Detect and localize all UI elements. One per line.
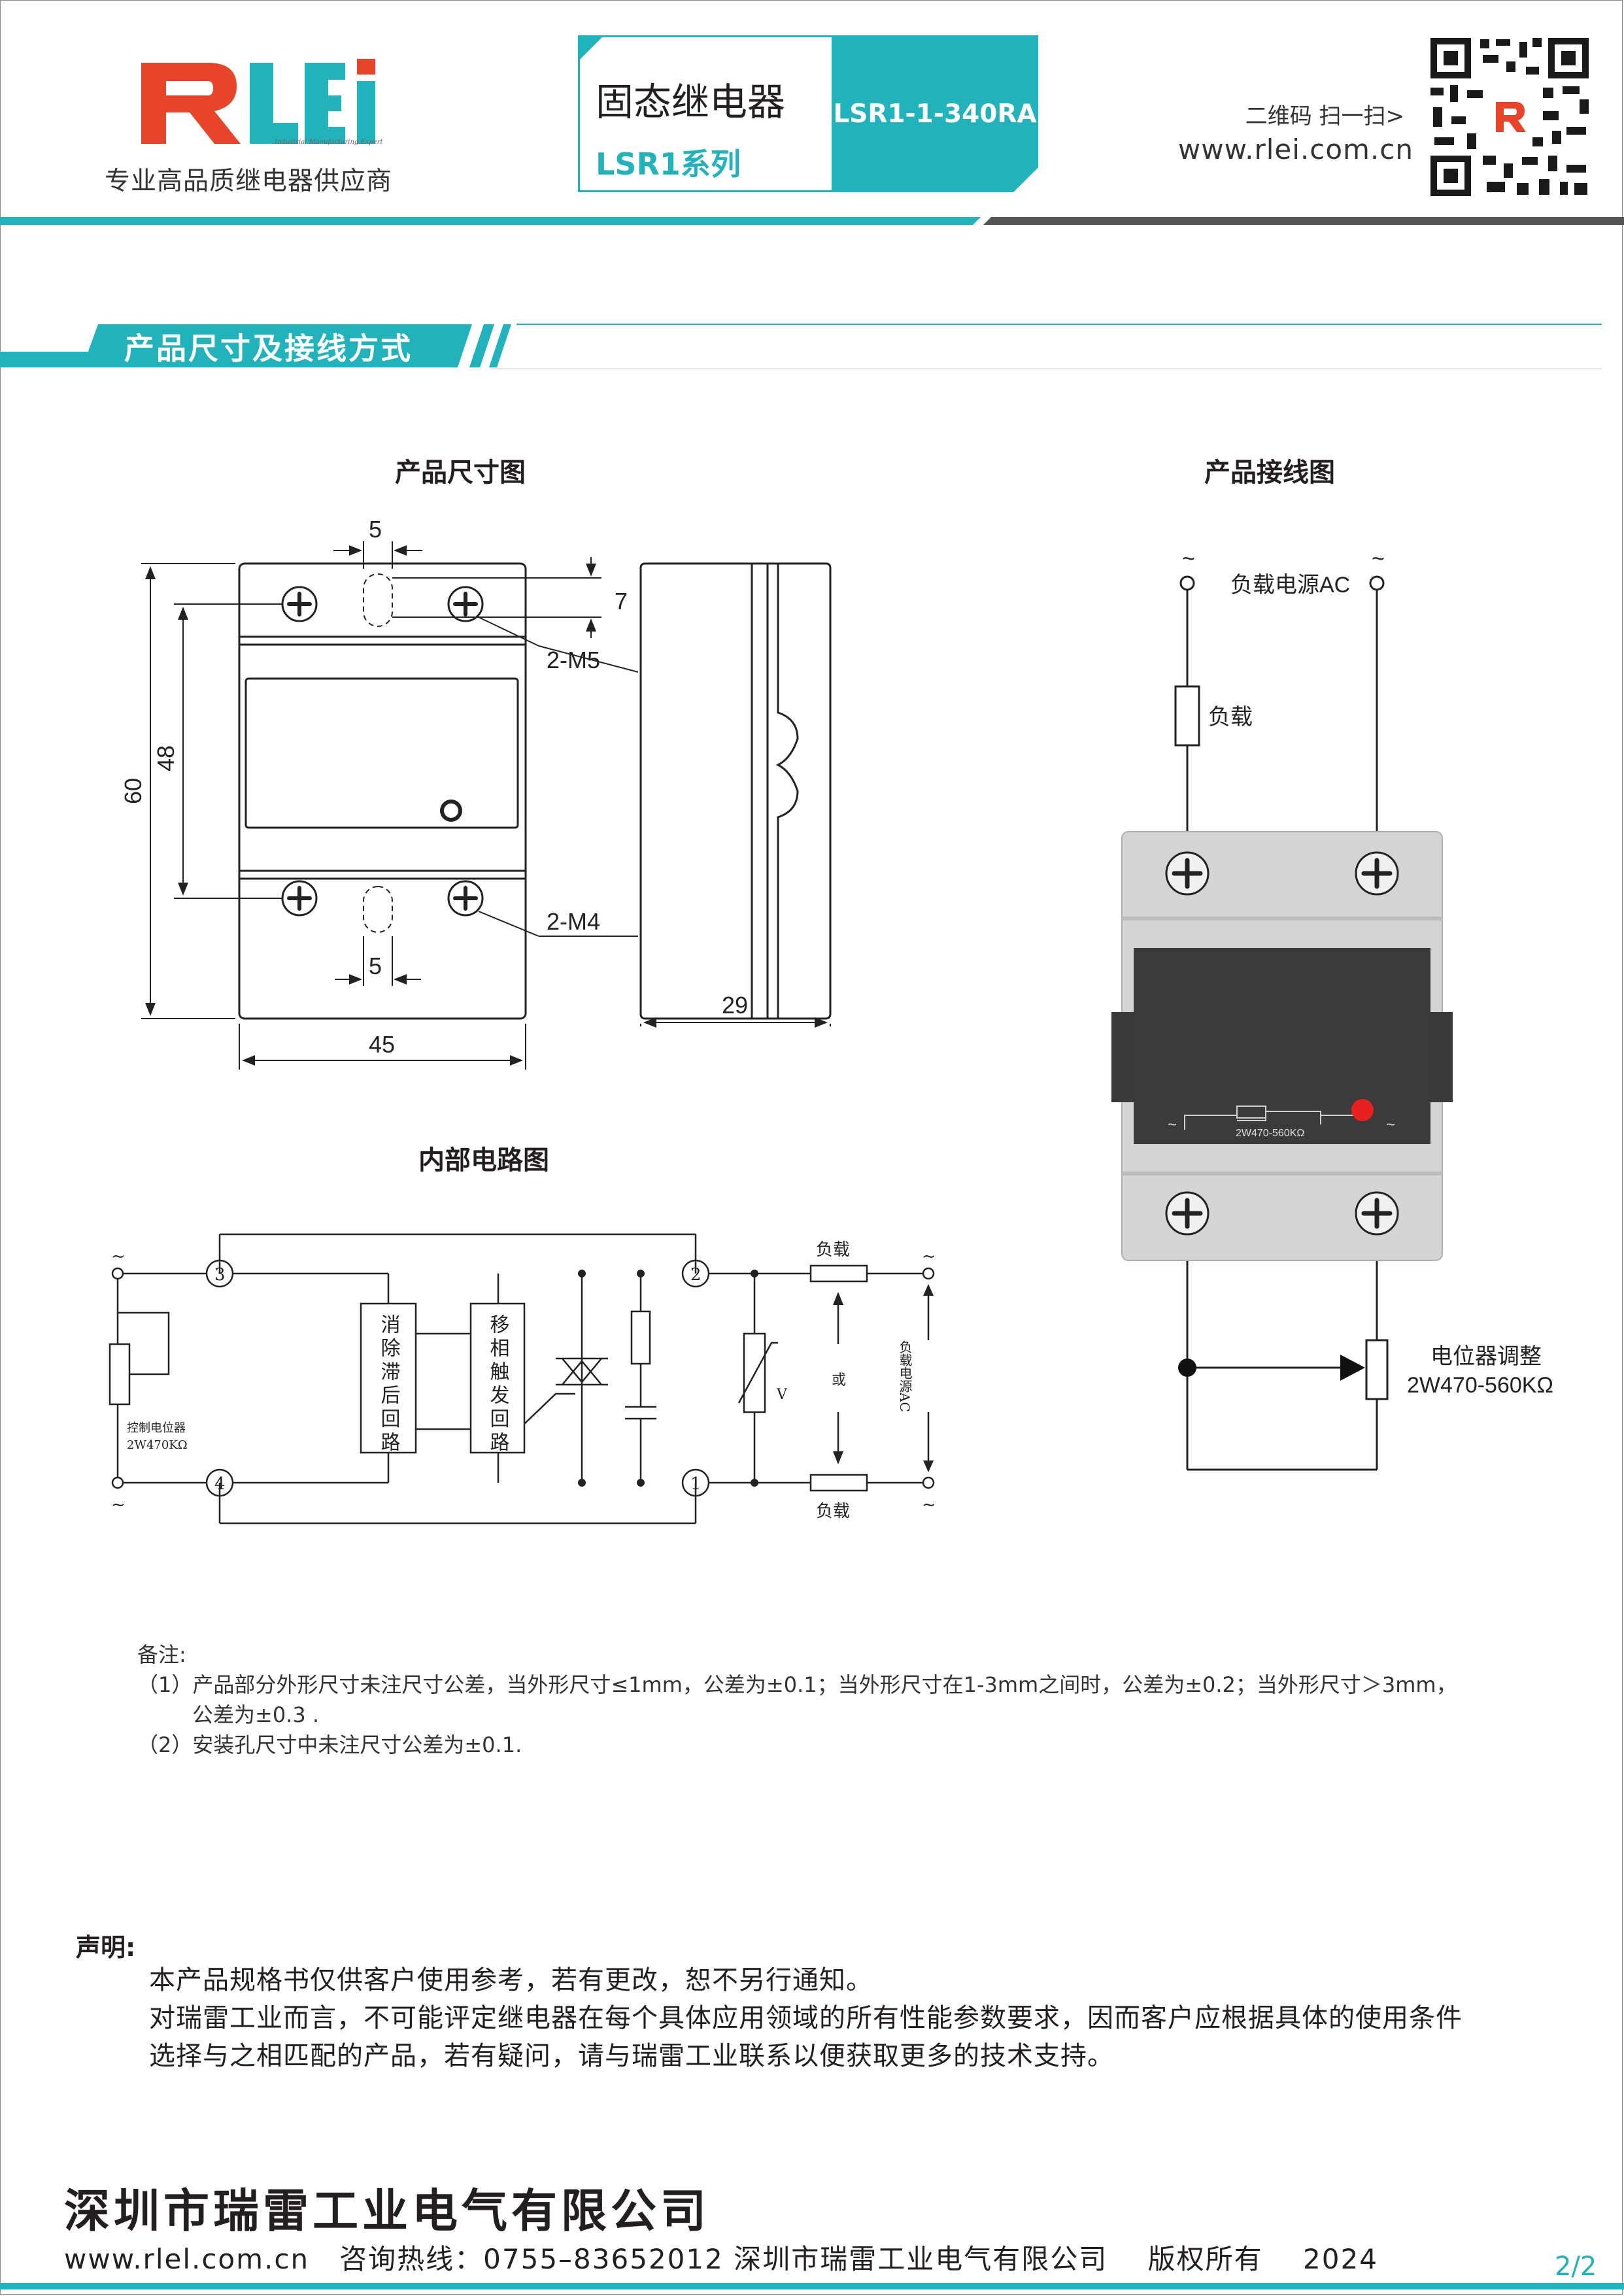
wiring-tilde-left: ~ bbox=[1182, 547, 1195, 571]
footer-website[interactable]: www.rlel.com.cn bbox=[64, 2243, 310, 2275]
pot-label: 控制电位器 bbox=[127, 1421, 186, 1435]
wiring-load-label: 负载 bbox=[1208, 705, 1253, 730]
declaration: 本产品规格书仅供客户使用参考，若有更改，恕不另行通知。 对瑞雷工业而言，不可能评… bbox=[149, 1961, 1463, 2075]
wiring-diagram: ~ ~ 负载电源AC 负载 电位器调整 2W470-560KΩ ~ ~ 2W47… bbox=[1111, 547, 1553, 1471]
terminal-3: 3 bbox=[214, 1265, 226, 1285]
section-title-bar bbox=[0, 324, 1602, 369]
declaration-line-1: 本产品规格书仅供客户使用参考，若有更改，恕不另行通知。 bbox=[149, 1965, 873, 1995]
dim-width: 45 bbox=[369, 1031, 395, 1058]
section-title: 产品尺寸及接线方式 bbox=[124, 331, 413, 366]
slogan: 专业高品质继电器供应商 bbox=[105, 167, 393, 196]
logo-i-bar bbox=[357, 81, 375, 144]
wiring-supply-label: 负载电源AC bbox=[1230, 573, 1350, 598]
relay-window bbox=[1134, 948, 1430, 1144]
dim-bottom-width: 5 bbox=[369, 953, 382, 979]
dim-top-width: 5 bbox=[369, 516, 382, 543]
dim-height-total: 60 bbox=[120, 778, 146, 804]
page-number: 2/2 bbox=[1555, 2252, 1597, 2282]
relay-pot-label: 2W470-560KΩ bbox=[1236, 1128, 1304, 1139]
wiring-tilde-right: ~ bbox=[1372, 547, 1385, 571]
logo-r-glyph bbox=[141, 63, 241, 144]
circuit-tilde: ~ bbox=[922, 1247, 936, 1266]
status-led bbox=[1351, 1099, 1374, 1121]
note-2: （2）安装孔尺寸中未注尺寸公差为±0.1. bbox=[137, 1732, 522, 1757]
terminal-2: 2 bbox=[690, 1265, 702, 1285]
circuit-load-top: 负载 bbox=[816, 1240, 850, 1260]
dimension-drawing: 5 7 2-M5 2-M4 5 45 29 60 48 bbox=[120, 516, 832, 1070]
circuit-tilde: ~ bbox=[111, 1247, 126, 1266]
logo-l-foot bbox=[250, 123, 298, 144]
relay-tilde-left: ~ bbox=[1168, 1116, 1177, 1134]
product-name: 固态继电器 bbox=[596, 80, 786, 124]
dim-offset: 7 bbox=[615, 588, 628, 615]
qr-code[interactable] bbox=[1428, 35, 1591, 199]
terminal-4: 4 bbox=[214, 1474, 226, 1494]
footer-line: www.rlel.com.cn 咨询热线：0755–83652012 深圳市瑞雷… bbox=[64, 2237, 1378, 2277]
block1-label: 消除滞后回路 bbox=[377, 1314, 401, 1455]
circuit-tilde: ~ bbox=[111, 1495, 126, 1515]
circuit-tilde: ~ bbox=[922, 1495, 936, 1515]
or-label: 或 bbox=[832, 1372, 846, 1389]
header-divider bbox=[0, 217, 1624, 225]
note-1: （1）产品部分外形尺寸未注尺寸公差，当外形尺寸≤1mm，公差为±0.1；当外形尺… bbox=[137, 1672, 1457, 1697]
circuit-load-bottom: 负载 bbox=[816, 1502, 850, 1521]
circuit-caption: 内部电路图 bbox=[418, 1145, 549, 1175]
dim-depth: 29 bbox=[722, 992, 748, 1019]
footer-year: 2024 bbox=[1303, 2243, 1378, 2275]
wiring-adjust-title: 电位器调整 bbox=[1430, 1344, 1542, 1369]
header-website[interactable]: www.rlei.com.cn bbox=[1177, 133, 1413, 165]
wiring-adjust-value: 2W470-560KΩ bbox=[1407, 1373, 1553, 1398]
footer-bar bbox=[0, 2283, 1624, 2289]
declaration-title: 声明: bbox=[76, 1933, 136, 1962]
company-name: 深圳市瑞雷工业电气有限公司 bbox=[64, 2184, 710, 2238]
corner-triangle bbox=[1011, 165, 1038, 192]
pot-value: 2W470KΩ bbox=[127, 1438, 188, 1452]
note-1b: 公差为±0.3 . bbox=[192, 1702, 320, 1727]
rlei-logo: Industrial Manufacturing Expert bbox=[141, 59, 384, 146]
block2-label: 移相触发回路 bbox=[486, 1314, 510, 1455]
dimension-caption: 产品尺寸图 bbox=[395, 458, 526, 488]
scan-hint: 二维码 扫一扫> bbox=[1245, 103, 1404, 129]
logo-i-dot bbox=[357, 59, 375, 75]
declaration-line-3: 选择与之相匹配的产品，若有疑问，请与瑞雷工业联系以便获取更多的技术支持。 bbox=[149, 2041, 1114, 2071]
series-name: LSR1系列 bbox=[596, 146, 741, 182]
dim-top-screws: 2-M5 bbox=[547, 647, 600, 673]
notes: 备注: （1）产品部分外形尺寸未注尺寸公差，当外形尺寸≤1mm，公差为±0.1；… bbox=[137, 1640, 1457, 1760]
wiring-caption: 产品接线图 bbox=[1204, 458, 1335, 488]
dim-height-holes: 48 bbox=[152, 745, 179, 771]
logo-tagline: Industrial Manufacturing Expert bbox=[274, 139, 384, 146]
footer-rights: 版权所有 bbox=[1147, 2243, 1263, 2275]
corner-triangle bbox=[578, 35, 604, 61]
varistor-v: V bbox=[776, 1387, 788, 1403]
qr-logo-r bbox=[1496, 102, 1526, 132]
footer-company: 深圳市瑞雷工业电气有限公司 bbox=[734, 2243, 1108, 2275]
product-title-box: 固态继电器 LSR1系列 LSR1-1-340RA bbox=[578, 35, 1038, 192]
declaration-line-2: 对瑞雷工业而言，不可能评定继电器在每个具体应用领域的所有性能参数要求，因而客户应… bbox=[149, 2003, 1463, 2033]
notes-title: 备注: bbox=[137, 1642, 186, 1667]
terminal-1: 1 bbox=[690, 1474, 702, 1494]
footer-hotline: 咨询热线：0755–83652012 bbox=[339, 2243, 724, 2275]
dim-bottom-screws: 2-M4 bbox=[547, 908, 600, 935]
internal-circuit: 3 4 2 1 ~ ~ ~ ~ 负载 负载 V 控制电位器 2W470KΩ 或 … bbox=[109, 1233, 936, 1525]
relay-tilde-right: ~ bbox=[1386, 1116, 1395, 1134]
model-number: LSR1-1-340RA bbox=[832, 37, 1038, 190]
supply-label: 负载电源AC bbox=[897, 1340, 913, 1412]
